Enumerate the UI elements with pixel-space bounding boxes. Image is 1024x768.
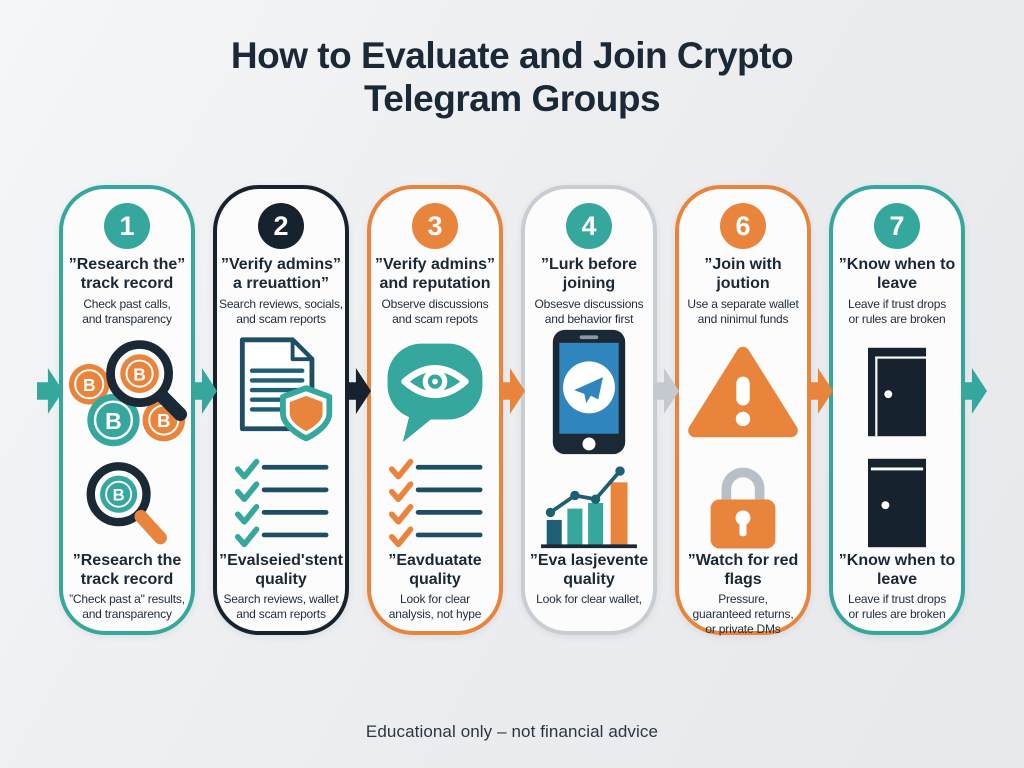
disclaimer-text: Educational only – not financial advice [365, 722, 659, 741]
step-bottom-title: ”Research the track record [72, 552, 182, 588]
svg-text:B: B [133, 365, 146, 385]
step-number-badge: 4 [566, 203, 612, 249]
step-number-badge: 2 [258, 203, 304, 249]
step-card-3: 3 ”Verify admins” and reputation Observe… [367, 185, 503, 635]
step-number-badge: 1 [104, 203, 150, 249]
step-card-4: 4 ”Lurk before joining Obsesve discussio… [521, 185, 657, 635]
step-bottom-subtitle: Leave if trust drops or rules are broken [847, 592, 947, 622]
svg-text:B: B [157, 410, 170, 431]
step-top-title: ”Verify admins” a rreuattion” [220, 256, 342, 292]
step-bottom-title: ”Evalseied'stent quality [219, 552, 343, 588]
steps-row: 1 ”Research the” track record Check past… [37, 185, 987, 636]
svg-text:B: B [113, 486, 125, 505]
step-number-badge: 6 [720, 203, 766, 249]
checklist-icon [385, 456, 485, 550]
step-card-7: 7 ”Know when to leave Leave if trust dro… [829, 185, 965, 635]
step-top-title: ”Join with joution [704, 256, 782, 292]
svg-text:B: B [83, 375, 96, 395]
padlock-icon [699, 456, 787, 550]
step-top-title: ”Verify admins” and reputation [374, 256, 496, 292]
eye-speech-bubble-icon [378, 328, 492, 456]
step-card-2: 2 ”Verify admins” a rreuattion” Search r… [213, 185, 349, 635]
bitcoin-search-icon: B B B B [61, 328, 193, 456]
step-top-subtitle: Obsesve discussions and behavior first [534, 297, 644, 326]
checklist-icon [231, 456, 331, 550]
step-top-title: ”Research the” track record [68, 256, 186, 292]
step-number-badge: 7 [874, 203, 920, 249]
step-number-badge: 3 [412, 203, 458, 249]
warning-triangle-icon [685, 328, 801, 456]
step-bottom-subtitle: Look for clear analysis, not hype [388, 592, 482, 622]
page-title: How to Evaluate and Join Crypto Telegram… [230, 35, 794, 120]
step-top-title: ”Lurk before joining [540, 256, 637, 292]
step-bottom-subtitle: Pressure, guaranteed returns, or private… [692, 592, 794, 636]
document-shield-icon [223, 328, 339, 456]
step-top-title: ”Know when to leave [838, 256, 956, 292]
step-top-subtitle: Leave if trust drops or rules are broken [847, 297, 947, 326]
step-bottom-subtitle: ”Check past a" results, and transparency [69, 592, 185, 622]
step-card-6: 6 ”Join with joution Use a separate wall… [675, 185, 811, 636]
step-bottom-title: ”Eva lasjevente quality [529, 552, 649, 588]
step-top-subtitle: Check past calls, and transparency [82, 297, 172, 326]
bitcoin-magnifier-icon: B [75, 456, 179, 550]
growth-chart-icon [537, 456, 641, 550]
step-bottom-title: ”Watch for red flags [687, 552, 799, 588]
open-door-icon [868, 328, 926, 456]
step-top-subtitle: Use a separate wallet and ninimul funds [687, 297, 799, 326]
step-card-1: 1 ”Research the” track record Check past… [59, 185, 195, 635]
closed-door-icon [868, 456, 926, 550]
svg-text:B: B [105, 408, 122, 434]
telegram-phone-icon [549, 328, 629, 456]
step-bottom-subtitle: Search reviews, wallet and scam reports [223, 592, 339, 622]
step-bottom-title: ”Know when to leave [838, 552, 956, 588]
step-bottom-title: ”Eavduatate quality [388, 552, 482, 588]
step-bottom-subtitle: Look for clear wallet, [536, 592, 642, 607]
step-top-subtitle: Search reviews, socials, and scam report… [219, 297, 343, 326]
step-top-subtitle: Observe discussions and scam repots [381, 297, 489, 326]
